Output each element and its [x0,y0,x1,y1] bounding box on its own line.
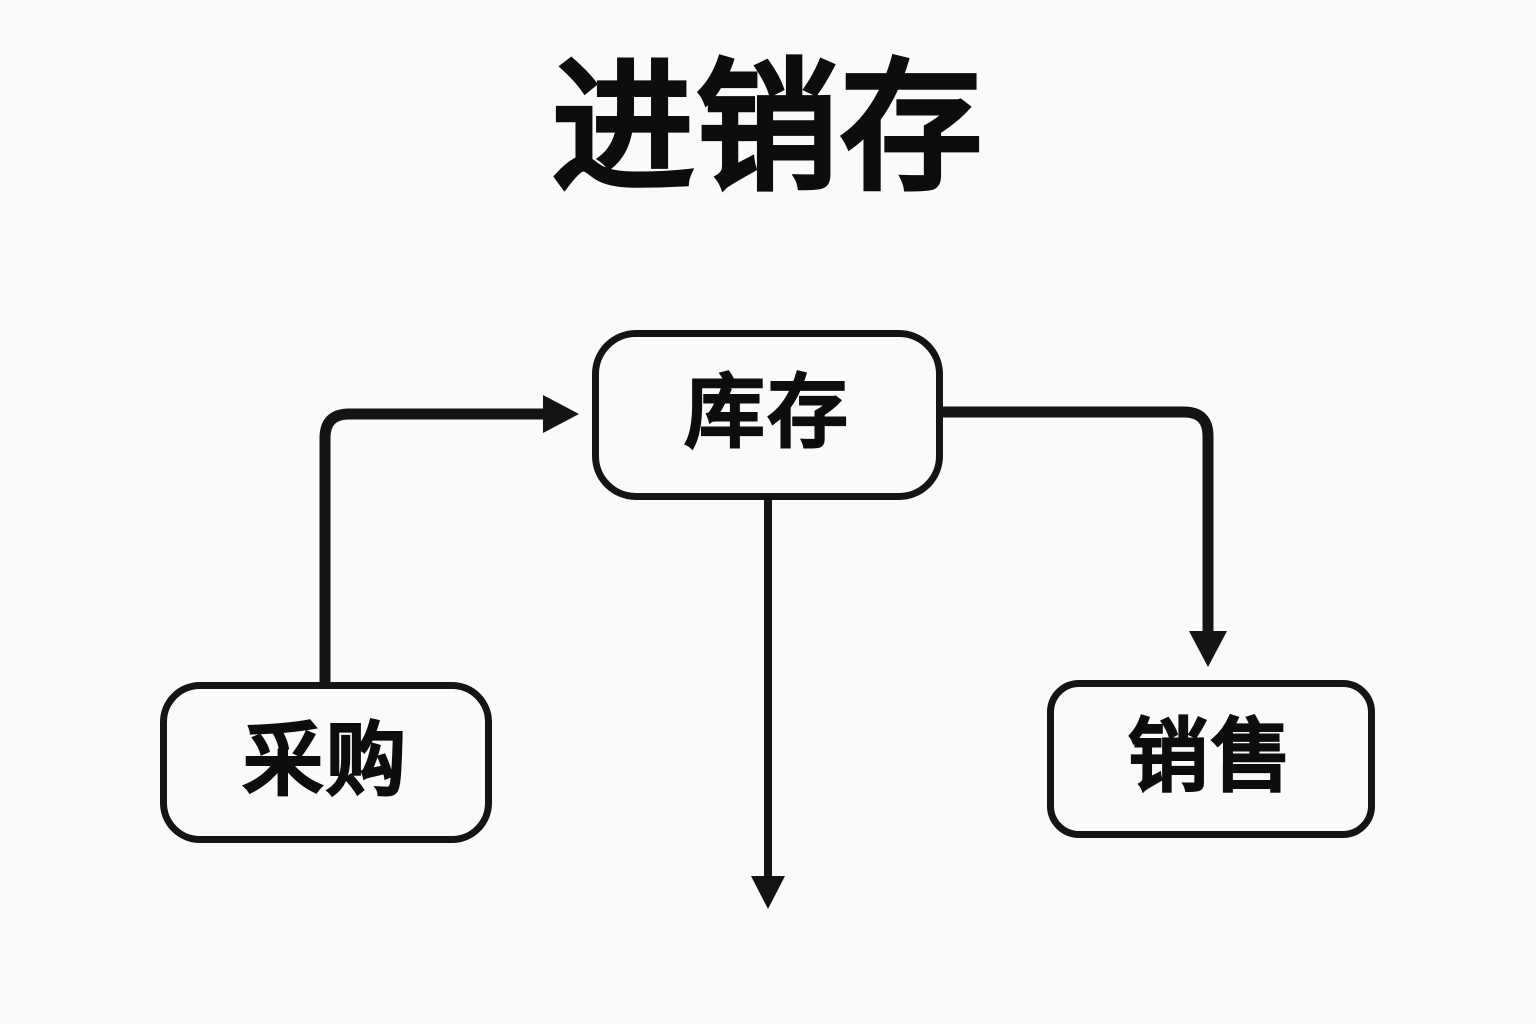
edge-inventory-to-sales-line [937,406,1214,636]
edge-inventory-to-sales-arrowhead [1189,631,1227,667]
edge-purchase-to-inventory-arrowhead [543,395,579,433]
node-purchase[interactable]: 采购 [160,682,492,843]
node-inventory-label: 库存 [684,366,851,459]
node-sales-label: 销售 [1127,710,1294,803]
node-inventory[interactable]: 库存 [592,330,943,500]
node-purchase-label: 采购 [242,713,409,807]
edge-inventory-to-sales [937,406,1227,667]
edge-purchase-to-inventory [319,395,579,690]
edge-purchase-to-inventory-line [319,408,548,690]
edge-inventory-out [751,497,785,909]
page-title: 进销存 [551,46,984,211]
node-sales[interactable]: 销售 [1047,680,1375,838]
edge-inventory-out-arrowhead [751,876,785,909]
